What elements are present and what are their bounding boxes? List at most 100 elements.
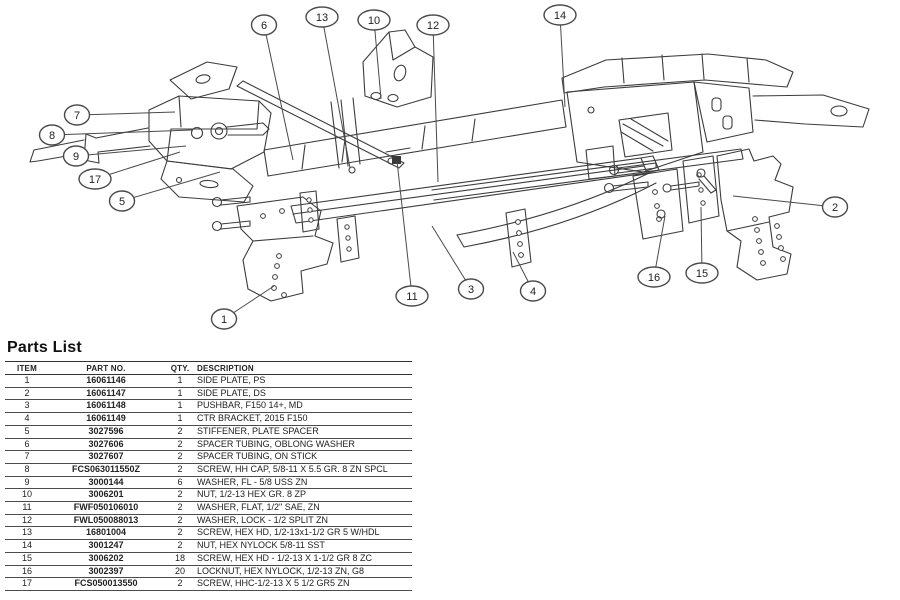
part-no-cell: 3000144 <box>49 476 163 490</box>
leader-line-5 <box>121 171 221 202</box>
qty-cell: 2 <box>163 514 197 528</box>
qty-cell: 2 <box>163 450 197 464</box>
item-cell: 7 <box>5 450 49 464</box>
qty-cell: 18 <box>163 552 197 566</box>
parts-list-title: Parts List <box>7 339 82 356</box>
ctr-bracket <box>505 208 532 268</box>
item-cell: 9 <box>5 476 49 490</box>
leader-line-3 <box>431 225 472 290</box>
callout-bubble-10 <box>357 9 391 31</box>
horn-lower-bracket <box>160 160 254 203</box>
item-cell: 3 <box>5 399 49 414</box>
item-cell: 6 <box>5 438 49 452</box>
part-no-cell: FCS050013550 <box>49 577 163 591</box>
qty-cell: 2 <box>163 539 197 553</box>
right-frame-arm <box>752 94 870 128</box>
qty-cell: 2 <box>163 501 197 515</box>
leader-line-10 <box>373 19 382 100</box>
callout-bubble-15 <box>685 262 719 284</box>
description-cell: NUT, 1/2-13 HEX GR. 8 ZP <box>197 488 412 503</box>
callout-bubble-1 <box>210 308 238 330</box>
col-header-description: DESCRIPTION <box>197 361 412 375</box>
description-cell: SCREW, HH CAP, 5/8-11 X 5.5 GR. 8 ZN SPC… <box>197 463 412 477</box>
callout-bubble-6 <box>250 14 278 36</box>
top-center-bracket <box>362 29 434 108</box>
callout-bubble-16 <box>637 266 671 288</box>
ps-bolts <box>211 196 251 232</box>
qty-cell: 2 <box>163 438 197 452</box>
description-cell: SPACER TUBING, OBLONG WASHER <box>197 438 412 452</box>
callout-bubble-9 <box>62 145 90 167</box>
part-no-cell: 16061148 <box>49 399 163 414</box>
item-cell: 5 <box>5 425 49 439</box>
pushbar-support-arm <box>456 172 657 248</box>
part-no-cell: 3027606 <box>49 438 163 452</box>
callout-bubble-11 <box>395 285 429 307</box>
leader-line-9 <box>75 145 187 157</box>
item-cell: 10 <box>5 488 49 503</box>
item-cell: 1 <box>5 374 49 388</box>
left-frame-horn <box>148 95 272 170</box>
description-cell: PUSHBAR, F150 14+, MD <box>197 399 412 414</box>
leader-line-13 <box>321 16 351 169</box>
description-cell: LOCKNUT, HEX NYLOCK, 1/2-13 ZN, G8 <box>197 565 412 579</box>
callout-number-11: 11 <box>406 291 417 303</box>
callout-bubble-4 <box>519 280 547 302</box>
leader-line-7 <box>76 111 176 116</box>
qty-cell: 2 <box>163 463 197 477</box>
callout-number-4: 4 <box>530 286 536 298</box>
description-cell: WASHER, FL - 5/8 USS ZN <box>197 476 412 490</box>
qty-cell: 20 <box>163 565 197 579</box>
callout-bubble-5 <box>108 190 136 212</box>
item-cell: 13 <box>5 526 49 541</box>
callout-bubble-8 <box>38 124 66 146</box>
qty-cell: 1 <box>163 374 197 388</box>
part-no-cell: 3006202 <box>49 552 163 566</box>
callout-bubble-3 <box>457 278 485 300</box>
item-cell: 4 <box>5 412 49 426</box>
crossmember <box>263 99 567 177</box>
hardware-bolts <box>603 162 717 219</box>
leader-line-14 <box>559 14 566 108</box>
item-cell: 14 <box>5 539 49 553</box>
description-cell: NUT, HEX NYLOCK 5/8-11 SST <box>197 539 412 553</box>
description-cell: WASHER, LOCK - 1/2 SPLIT ZN <box>197 514 412 528</box>
leader-line-15 <box>700 206 703 274</box>
part-no-cell: 3002397 <box>49 565 163 579</box>
qty-cell: 1 <box>163 387 197 401</box>
right-flange <box>693 81 754 143</box>
right-frame-box <box>566 81 704 180</box>
part-no-cell: 3001247 <box>49 539 163 553</box>
description-cell: SIDE PLATE, DS <box>197 387 412 401</box>
part-no-cell: FCS063011550Z <box>49 463 163 477</box>
callout-number-15: 15 <box>696 268 708 280</box>
leader-line-11 <box>396 160 413 297</box>
qty-cell: 1 <box>163 399 197 414</box>
leader-line-2 <box>732 195 836 208</box>
col-header-qty: QTY. <box>163 361 197 375</box>
callout-number-16: 16 <box>648 272 660 284</box>
item-cell: 16 <box>5 565 49 579</box>
item-cell: 11 <box>5 501 49 515</box>
part-no-cell: FWF050106010 <box>49 501 163 515</box>
ps-mount-brackets <box>211 190 360 263</box>
leader-line-8 <box>51 129 193 136</box>
description-cell: SPACER TUBING, ON STICK <box>197 450 412 464</box>
qty-cell: 2 <box>163 425 197 439</box>
callout-number-12: 12 <box>427 20 439 32</box>
